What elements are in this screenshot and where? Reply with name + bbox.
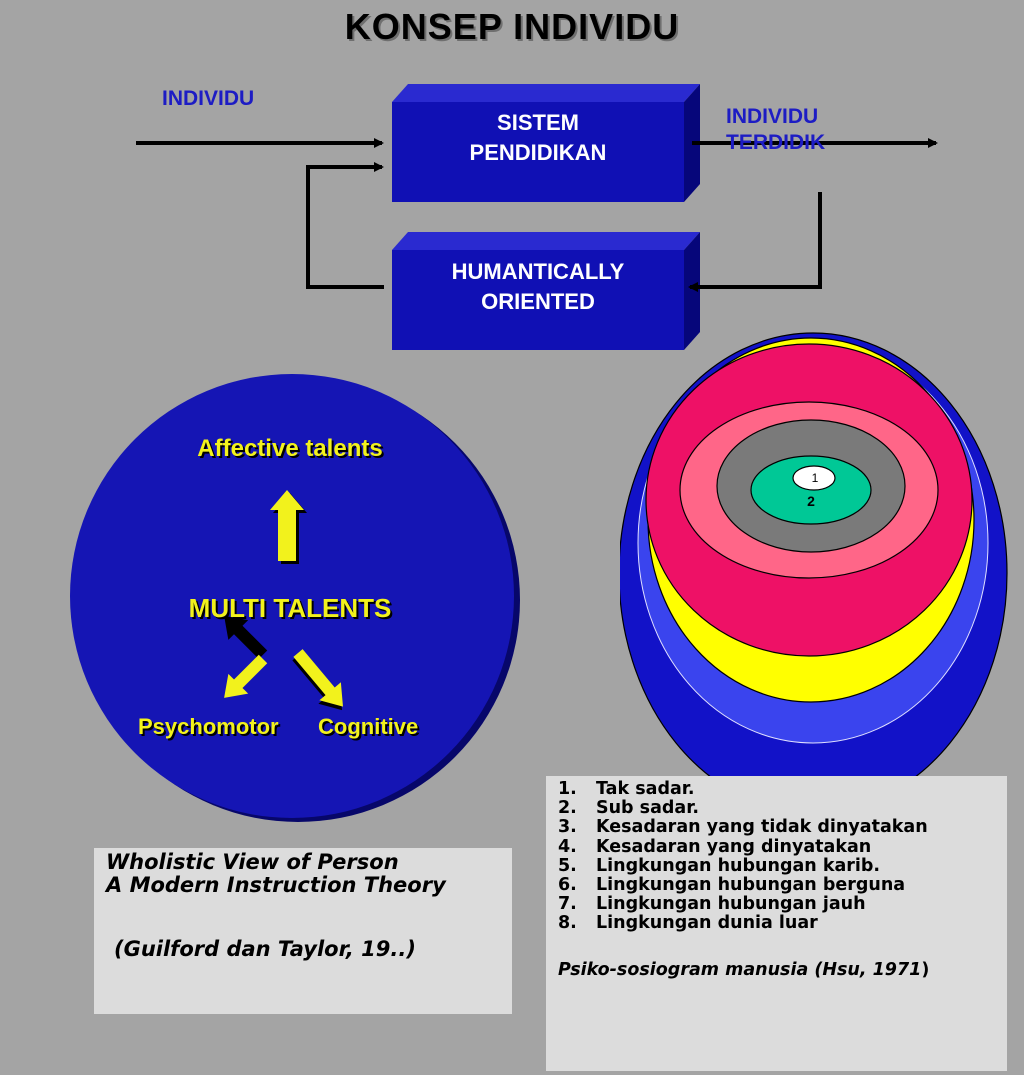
legend-item-number: 6. — [558, 875, 577, 896]
psychosociogram-legend-box: 1. Tak sadar. 2. Sub sadar. 3. Kesadaran yang… — [546, 776, 1007, 1071]
system-box — [392, 84, 700, 202]
legend-item: 5. Lingkungan hubungan karib. — [558, 855, 928, 876]
legend-item-number: 2. — [558, 798, 577, 819]
feedback-box-line2: ORIENTED — [481, 289, 595, 314]
legend-item: 1. Tak sadar. — [558, 779, 928, 799]
legend-item: 2. Sub sadar. — [558, 799, 928, 818]
psychosociogram: 12 — [620, 332, 1008, 814]
multi-talents-label: MULTI TALENTS — [188, 593, 392, 623]
multi-talents-circle — [70, 374, 520, 822]
system-box-line2: PENDIDIKAN — [469, 140, 607, 165]
feedback-arrow-back — [306, 162, 384, 289]
wholistic-caption-line2: A Modern Instruction Theory — [106, 873, 446, 897]
legend-item-number: 1. — [558, 779, 577, 799]
ring-number-1: 1 — [812, 471, 819, 485]
legend-item-number: 7. — [558, 894, 577, 915]
legend-item-text: Sub sadar. — [596, 798, 700, 819]
legend-item: 8. Lingkungan dunia luar — [558, 914, 928, 933]
cognitive-label: Cognitive — [318, 714, 419, 739]
ring-number-2: 2 — [807, 493, 815, 509]
legend-item-text: Kesadaran yang tidak dinyatakan — [596, 817, 928, 838]
affective-arrow — [270, 490, 307, 564]
legend-item-text: Lingkungan hubungan jauh — [596, 894, 866, 915]
input-label: INDIVIDU — [162, 87, 255, 110]
legend-item-number: 5. — [558, 855, 577, 876]
legend-item-number: 4. — [558, 836, 577, 857]
legend-item-text: Lingkungan hubungan berguna — [596, 875, 906, 896]
psychosociogram-citation-main: Psiko-sosiogram manusia (Hsu, 1971 — [558, 960, 922, 980]
feedback-box-label: HUMANTICALLY ORIENTED — [392, 257, 684, 317]
legend-item-text: Lingkungan dunia luar — [596, 913, 818, 934]
feedback-box-line1: HUMANTICALLY — [451, 259, 625, 284]
wholistic-citation: (Guilford dan Taylor, 19..) — [114, 937, 416, 961]
education-flow-diagram — [136, 84, 938, 350]
legend-item-text: Lingkungan hubungan karib. — [596, 855, 881, 876]
legend-list: 1. Tak sadar. 2. Sub sadar. 3. Kesadaran yang… — [558, 779, 928, 934]
wholistic-caption-line1: Wholistic View of Person — [106, 850, 399, 874]
wholistic-caption-box: Wholistic View of Person A Modern Instru… — [94, 848, 512, 1014]
output-label-line2: TERDIDIK — [726, 131, 826, 154]
legend-item-text: Kesadaran yang dinyatakan — [596, 836, 872, 857]
cognitive-arrow — [292, 649, 343, 711]
feedback-arrow-in — [688, 192, 822, 292]
ring-unconscious — [792, 465, 836, 491]
page-title: KONSEP INDIVIDU — [344, 6, 680, 47]
psychosociogram-citation-end: ) — [921, 960, 930, 980]
legend-item-text: Tak sadar. — [596, 779, 695, 799]
legend-item-number: 3. — [558, 817, 577, 838]
psychomotor-arrow — [224, 615, 268, 698]
legend-item: 3. Kesadaran yang tidak dinyatakan — [558, 818, 928, 837]
legend-item: 4. Kesadaran yang dinyatakan — [558, 836, 928, 857]
legend-item-number: 8. — [558, 913, 577, 934]
output-label-line1: INDIVIDU — [726, 105, 819, 128]
psychomotor-label: Psychomotor — [138, 714, 279, 739]
affective-talents-label: Affective talents — [197, 435, 383, 462]
output-label: INDIVIDU TERDIDIK — [726, 104, 825, 156]
system-box-line1: SISTEM — [497, 110, 579, 135]
legend-item: 6. Lingkungan hubungan berguna — [558, 875, 928, 896]
legend-item: 7. Lingkungan hubungan jauh — [558, 895, 928, 914]
system-box-label: SISTEM PENDIDIKAN — [392, 108, 684, 168]
psychosociogram-citation: Psiko-sosiogram manusia (Hsu, 1971) — [558, 960, 929, 980]
